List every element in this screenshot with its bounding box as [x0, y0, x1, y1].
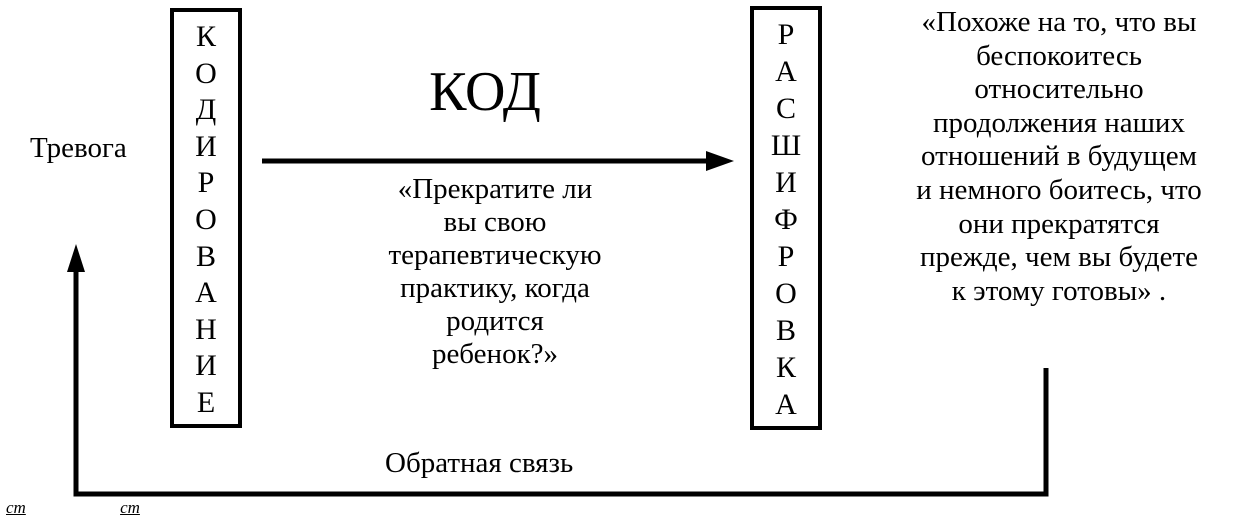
decoding-letter: К [775, 351, 796, 384]
interpretation-line: и немного боитесь, что [916, 173, 1202, 206]
footer-mark-2: сm [120, 498, 140, 517]
interpretation-line: прежде, чем вы будете [919, 241, 1199, 274]
encoding-letter: Р [197, 166, 215, 200]
encoding-letter: И [195, 129, 217, 163]
encoding-letter: Д [195, 93, 217, 127]
feedback-arrowhead [67, 244, 85, 272]
message-line: практику, когда [400, 272, 590, 304]
interpretation-line: относительно [974, 73, 1144, 106]
interpretation-line: отношений в будущем [921, 140, 1197, 173]
decoding-letter: И [775, 166, 797, 199]
decoding-letter: А [775, 388, 797, 421]
interpretation-line: беспокоитесь [976, 39, 1142, 72]
footer-mark-1: сm [6, 498, 26, 517]
sender-state-label: Тревога [30, 132, 127, 164]
decoding-letter: Ф [774, 203, 798, 236]
feedback-loop-line [73, 268, 1049, 497]
code-arrowhead [706, 151, 734, 171]
message-line: вы свою [443, 206, 547, 238]
code-title: КОД [429, 61, 541, 123]
interpretation-line: они прекратятся [958, 207, 1160, 240]
decoding-letter: В [775, 314, 796, 347]
encoding-letter: Е [196, 385, 216, 419]
feedback-label: Обратная связь [385, 447, 574, 479]
encoding-letter: В [195, 239, 216, 273]
interpretation-line: «Похоже на то, что вы [921, 6, 1197, 38]
message-line: «Прекратите ли [397, 173, 593, 205]
message-line: ребенок?» [431, 338, 559, 370]
encoding-letter: Н [195, 312, 217, 346]
encoding-letter: О [195, 202, 217, 236]
message-line: терапевтическую [388, 239, 602, 271]
decoding-letter: Ш [770, 129, 802, 162]
encoding-letter: А [195, 276, 217, 310]
decoding-letter: А [775, 55, 797, 88]
interpretation-line: к этому готовы» . [951, 274, 1167, 307]
decoding-letter: Р [777, 240, 795, 273]
encoding-letter: И [195, 349, 217, 383]
decoding-letter: О [775, 277, 797, 310]
encoding-letter: О [195, 56, 217, 90]
decoding-letter: С [775, 92, 796, 125]
encoding-letter: К [195, 20, 216, 53]
message-line: родится [446, 305, 544, 337]
interpretation-line: продолжения наших [933, 106, 1185, 139]
decoding-letter: Р [777, 18, 795, 51]
footer-marks: сm сm [6, 498, 140, 518]
